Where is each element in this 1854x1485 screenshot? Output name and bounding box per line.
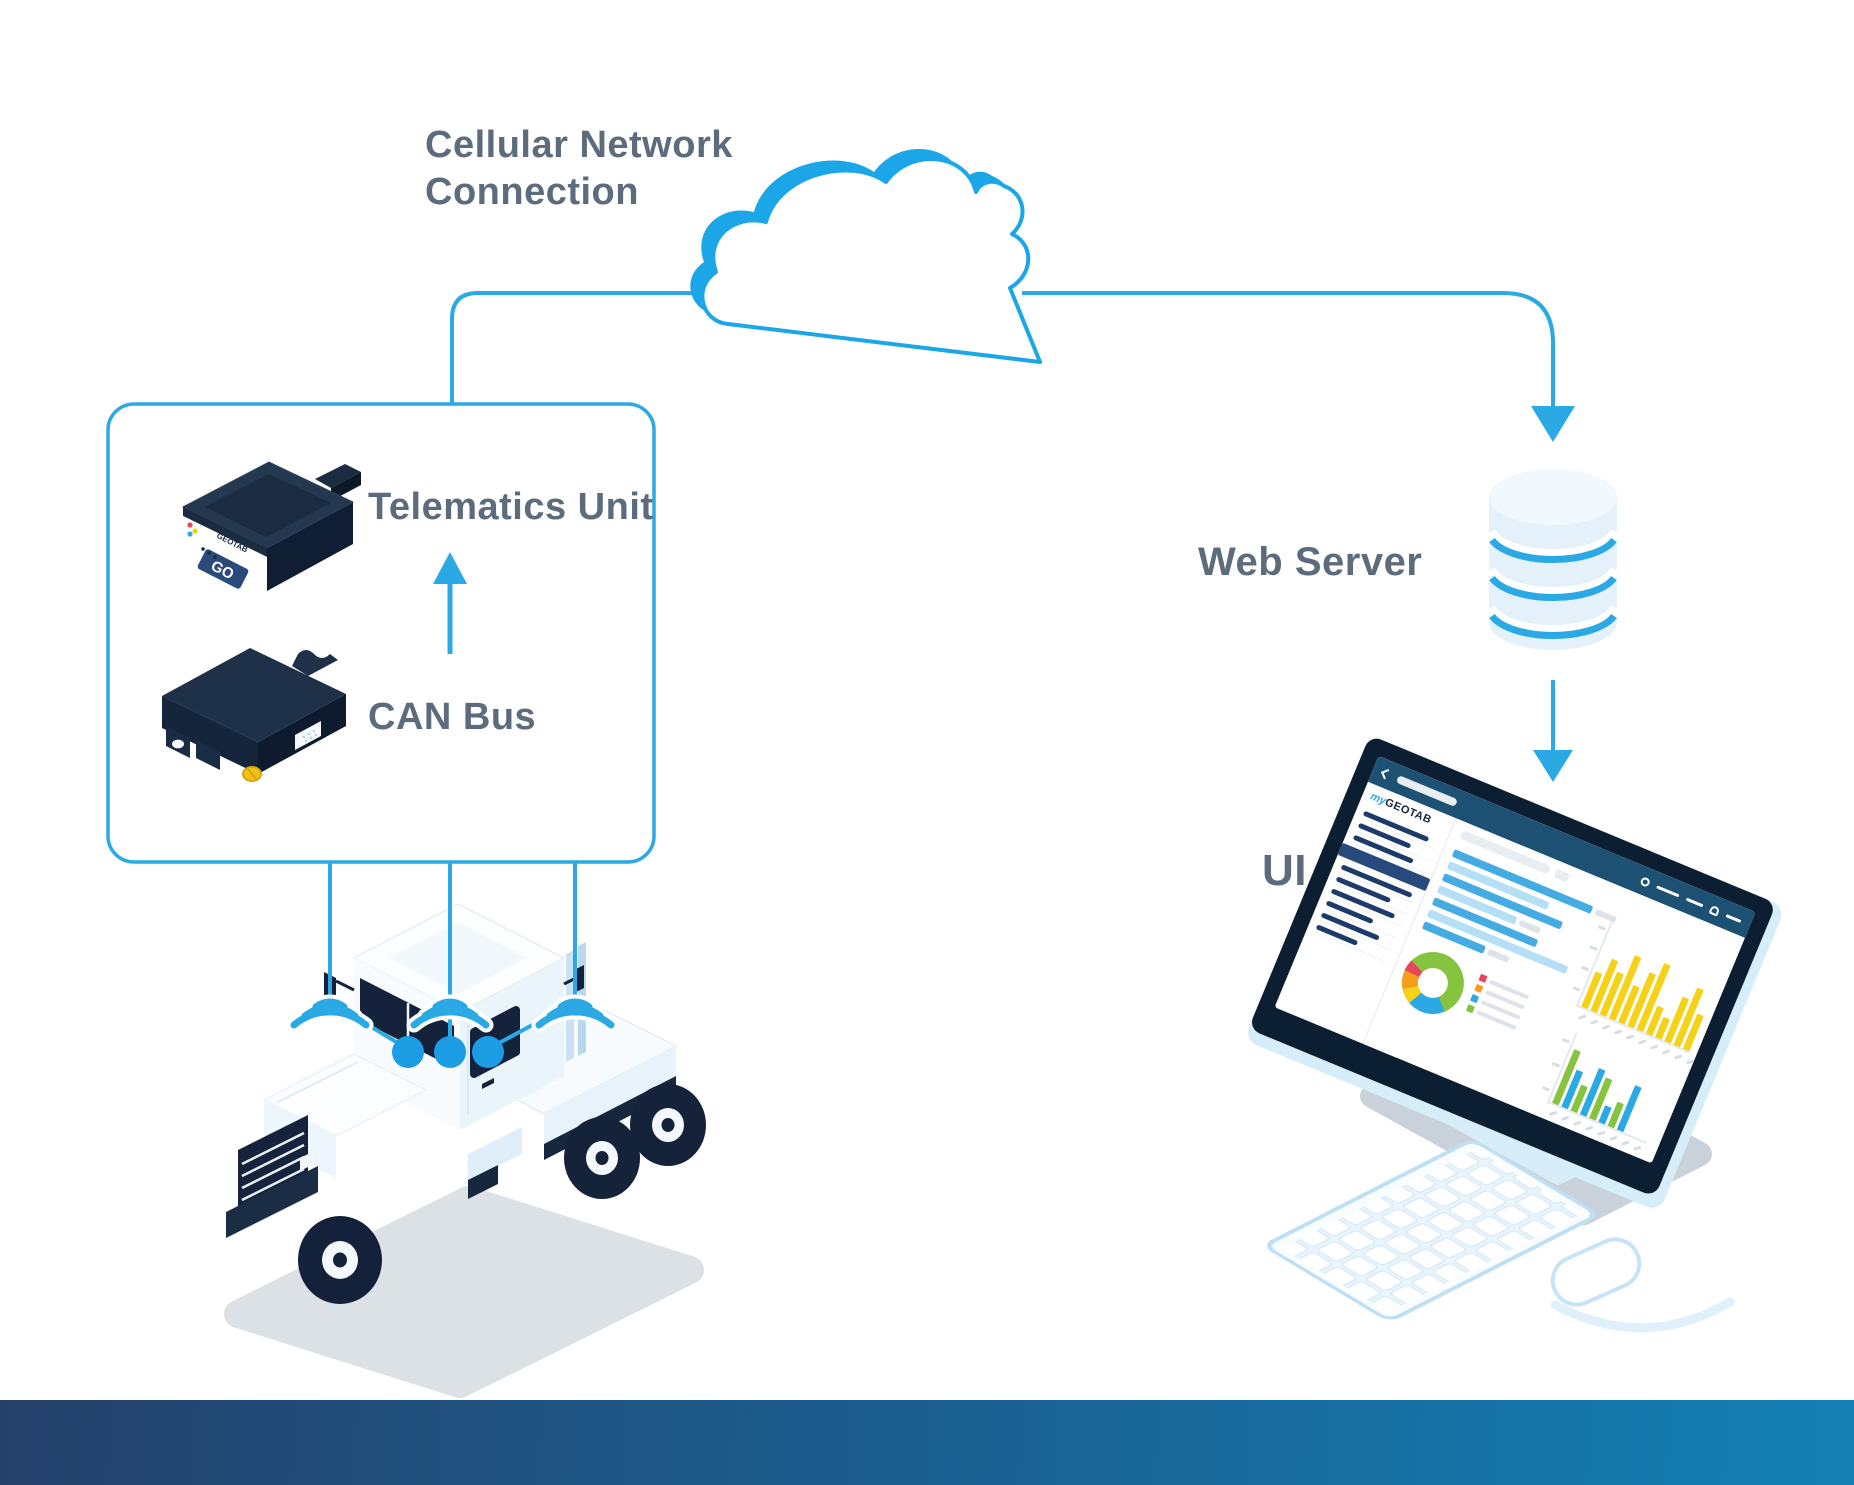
can-bus-device-icon [162,648,346,782]
arrowhead-to-ui-icon [1533,750,1573,782]
truck-shadow [224,1186,704,1398]
bottom-brand-bar [0,1400,1854,1485]
mouse-icon [1550,1237,1735,1333]
arrowhead-to-server-icon [1531,406,1575,442]
truck-illustration [224,903,706,1398]
connector-cloud-to-server [1022,291,1555,406]
wifi-signals [286,863,619,1068]
arrow-can-to-telematics-icon [433,552,467,654]
telematics-unit-label: Telematics Unit [368,486,654,528]
donut-chart [1392,942,1474,1024]
donut-legend [1459,970,1532,1048]
topbar-menu-item [1685,897,1704,907]
cellular-network-label-line1: Cellular Network [425,124,733,166]
web-server-icon [1484,469,1622,650]
ui-label: UI [1262,846,1307,895]
cloud-icon [690,149,1042,364]
dashboard-filter-button [1553,868,1570,883]
search-icon [1639,875,1652,888]
user-icon [1708,904,1721,917]
keyboard-icon [1267,1140,1596,1320]
telematics-group-box [106,402,656,864]
topbar-menu-item [1725,913,1742,923]
back-icon [1381,768,1392,780]
topbar-menu-item [1656,884,1680,897]
cellular-network-label: Cellular Network Connection [425,122,733,216]
web-server-label: Web Server [1198,540,1423,584]
can-bus-label: CAN Bus [368,696,537,738]
cellular-network-label-line2: Connection [425,171,639,213]
go-device-icon: GEOTAB GO [181,461,361,591]
connector-box-to-cloud [450,291,795,404]
